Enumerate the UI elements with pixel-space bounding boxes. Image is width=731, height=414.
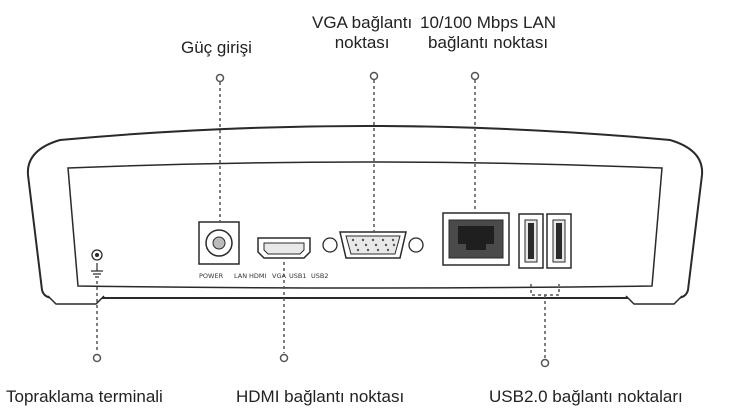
device-foot-left (47, 295, 105, 305)
lan-callout-label: 10/100 Mbps LAN bağlantı noktası (420, 13, 557, 52)
power-leader-dot (215, 73, 225, 83)
usb-leader-dot (540, 358, 550, 368)
hdmi-port (257, 237, 311, 259)
usb-callout-label: USB2.0 bağlantı noktaları (489, 387, 683, 406)
port-label-usb1: USB1 (289, 272, 306, 280)
port-label-vga: VGA (272, 272, 286, 280)
port-label-hdmi: HDMI (249, 272, 267, 280)
vga-port (322, 231, 424, 259)
hdmi-leader-dot (279, 353, 289, 363)
power-callout-label: Güç girişi (181, 38, 252, 57)
vga-pins (351, 238, 396, 252)
vga-callout-label: VGA bağlantı noktası (312, 13, 413, 52)
ground-leader-dot (92, 353, 102, 363)
ground-terminal (91, 249, 103, 278)
vga-leader-dot (369, 71, 379, 81)
lan-port (442, 212, 510, 266)
port-label-power: POWER (199, 272, 224, 280)
port-label-usb2: USB2 (311, 272, 328, 280)
lan-leader-dot (470, 71, 480, 81)
port-label-lan: LAN (234, 272, 247, 280)
ground-callout-label: Topraklama terminali (6, 387, 163, 406)
hdmi-callout-label: HDMI bağlantı noktası (236, 387, 405, 406)
usb2-port (546, 213, 572, 269)
power-port (198, 221, 240, 265)
device-foot-right (625, 295, 683, 305)
device-rear-panel (67, 161, 663, 289)
usb1-port (518, 213, 544, 269)
